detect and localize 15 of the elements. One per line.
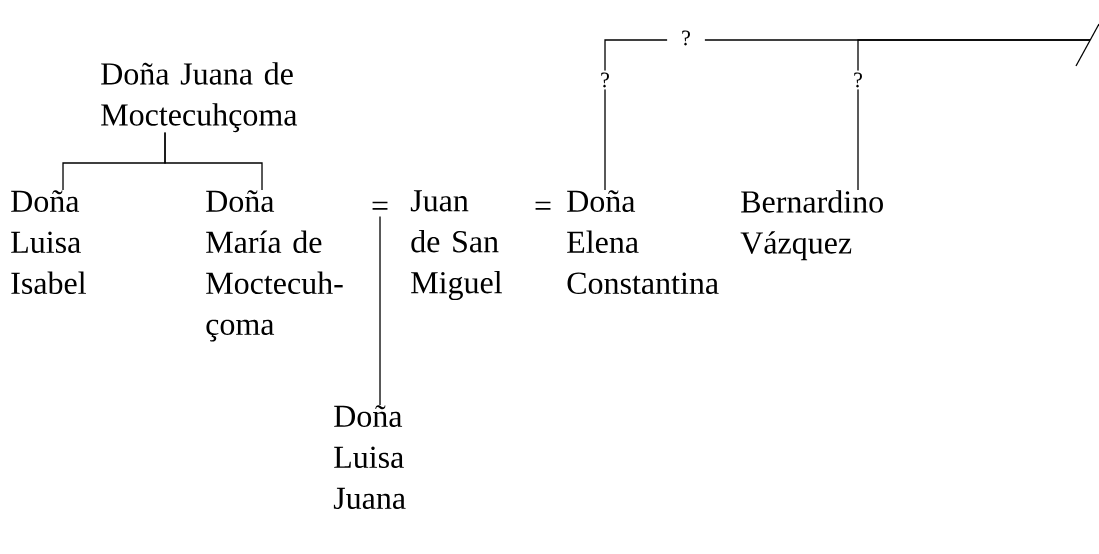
question-mark: ? (667, 28, 705, 48)
person-name: Doña Luisa Juana (333, 405, 406, 510)
person-name: Doña Elena Constantina (567, 190, 719, 295)
person-name: Doña Juana de Moctecuhçoma (101, 62, 298, 133)
edge-label: ? (598, 70, 612, 90)
marriage-sign: = (372, 201, 388, 210)
marriage-sign: = (535, 201, 551, 210)
descent-line (379, 215, 381, 406)
edge-label: ? (851, 70, 865, 90)
descent-line (857, 39, 1091, 191)
person-name: Bernardino Vázquez (740, 190, 883, 261)
descent-line (164, 131, 263, 191)
person-name: Doña María de Moctecuh- çoma (206, 190, 343, 342)
person-name: Juan de San Miguel (410, 190, 502, 301)
person-name: Doña Luisa Isabel (11, 190, 86, 295)
